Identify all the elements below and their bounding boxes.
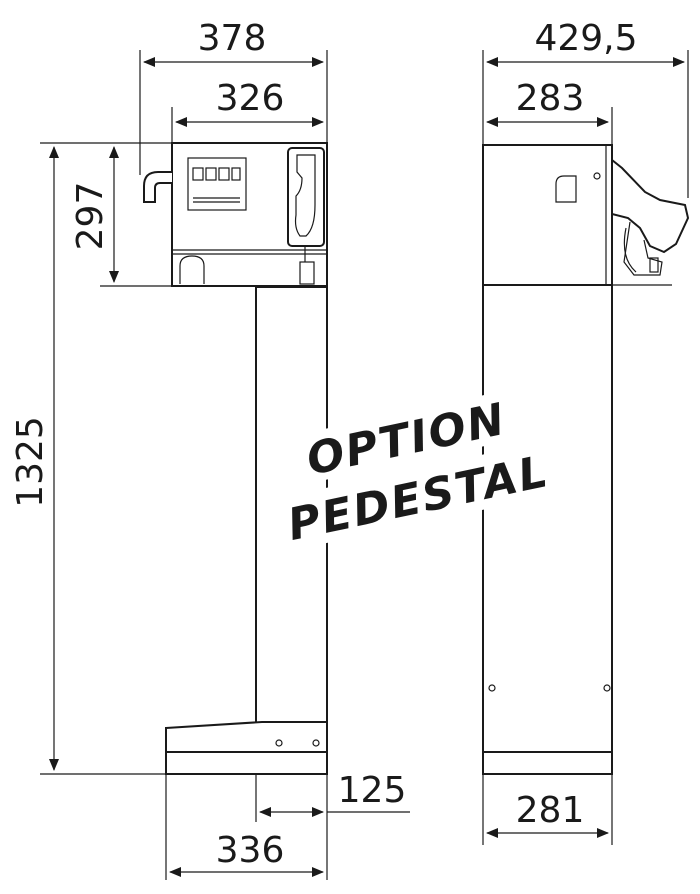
lower-handle [179,255,205,284]
nozzle-holster [287,147,325,285]
dim-base-width: 336 [216,830,285,871]
front-dimensions: 378 326 297 1325 125 336 [10,18,410,880]
dim-side-body-width: 283 [516,78,585,119]
meter-display [187,157,247,211]
dim-side-base-width: 281 [516,790,585,831]
dim-front-total-width: 378 [198,18,267,59]
dim-body-height: 297 [70,182,111,251]
side-body [482,144,613,286]
front-base-top [165,721,328,753]
outlet-elbow [143,171,172,203]
side-dimensions: 429,5 283 281 [482,18,689,845]
dim-front-body-width: 326 [216,78,285,119]
dim-side-total-width: 429,5 [534,18,637,59]
side-nozzle [611,157,690,286]
side-base [482,751,613,775]
side-emblem [555,175,577,203]
front-base [165,751,328,775]
dim-pedestal-offset: 125 [338,770,407,811]
side-pedestal-column [482,284,613,753]
side-view [482,144,690,775]
dim-total-height: 1325 [10,416,51,508]
